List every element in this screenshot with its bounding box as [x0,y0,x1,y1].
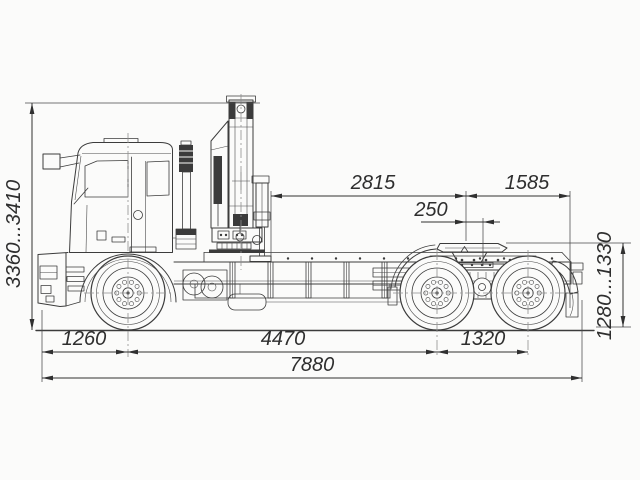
truck-cab [42,138,177,307]
cab-louvers [65,246,157,292]
crane-winch-block [233,214,248,242]
dimension-fifth-wheel-height: 1280...1330 [506,231,631,340]
dimension-crane-to-fifth-wheel: 2815 [270,172,467,256]
air-intake-stack [173,140,197,250]
fog-light [40,285,52,294]
side-mirror [42,153,81,170]
tow-pin [45,295,55,303]
muffler [227,284,420,311]
dim-label-crane-to-fifth-wheel: 2815 [350,172,396,194]
front-bumper [37,252,69,307]
roof-strip [103,138,139,143]
wiper [73,187,89,205]
dimension-front-overhang: 1260 [41,310,127,382]
dimension-overall-length: 7880 [42,300,583,382]
dimension-bogie-spread: 1320 [437,328,528,355]
dim-label-overall-height: 3360...3410 [2,179,25,288]
dimension-wheelbase: 4470 [127,328,437,355]
bogie-front-mudguard [387,244,437,306]
dim-label-bogie-spread: 1320 [461,328,506,350]
dim-label-fifth-wheel-height: 1280...1330 [593,231,616,340]
quarter-window [146,160,170,197]
cab-outline [69,142,173,253]
dim-label-fifth-wheel-lead: 250 [413,199,447,221]
fifth-wheel [436,243,508,268]
dim-label-fifth-wheel-to-rear: 1585 [505,172,550,194]
crane-turret-base [209,227,265,253]
dim-label-front-overhang: 1260 [62,328,107,350]
door-handle [111,236,126,243]
dim-label-overall-length: 7880 [290,354,335,376]
dimension-fifth-wheel-lead: 250 [413,199,500,266]
dimension-overall-height: 3360...3410 [2,102,260,330]
air-tanks [182,269,228,301]
chassis-frame [173,252,584,311]
crane-outrigger [249,175,272,262]
dimension-fifth-wheel-to-rear: 1585 [466,172,571,308]
dim-label-wheelbase: 4470 [261,328,306,350]
centerlines [84,94,574,357]
